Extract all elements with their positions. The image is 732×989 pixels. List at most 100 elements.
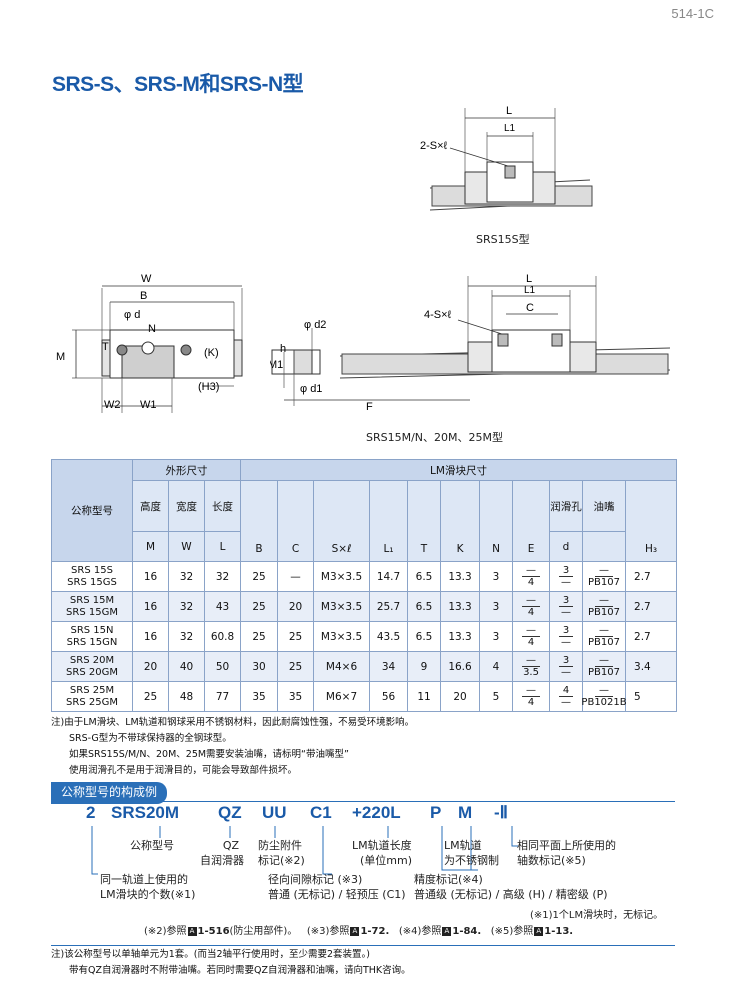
divider bbox=[51, 801, 675, 802]
model-name: SRS 20M bbox=[69, 654, 115, 666]
dim-L1: L1 bbox=[524, 285, 536, 296]
header-nipple: 油嘴 bbox=[582, 480, 627, 532]
sym-M: M bbox=[132, 531, 169, 562]
ref4-page[interactable]: 1-84. bbox=[452, 926, 482, 937]
label-qz: QZ bbox=[211, 838, 251, 853]
model-name-alt: SRS 15GS bbox=[67, 576, 117, 588]
divider bbox=[51, 945, 675, 946]
footnotes: 注)该公称型号以单轴单元为1套。(而当2轴平行使用时，至少需要2套装置。) 带有… bbox=[51, 947, 411, 979]
cell-h3: 5 bbox=[625, 681, 678, 712]
ref3-text: (※3)参照 bbox=[306, 926, 350, 937]
dim-M: M bbox=[56, 351, 65, 363]
label-axis-line2: 轴数标记(※5) bbox=[517, 854, 586, 867]
dim-S: 4-S×ℓ bbox=[424, 309, 452, 321]
sym-H3: H₃ bbox=[625, 480, 678, 562]
code-qz: QZ bbox=[218, 803, 242, 822]
ref4-text: (※4)参照 bbox=[398, 926, 442, 937]
label-axis-line1: 相同平面上所使用的 bbox=[517, 839, 616, 852]
code-count: 2 bbox=[86, 803, 96, 822]
ref2-tail: (防尘用部件)。 bbox=[229, 926, 298, 937]
cell-d-bottom: — bbox=[561, 667, 572, 678]
cell-nipple-bottom: PB107 bbox=[588, 667, 620, 678]
cell-l1: 25.7 bbox=[369, 591, 409, 622]
cell-d-top: 3 bbox=[558, 625, 574, 637]
label-model: 公称型号 bbox=[130, 839, 174, 852]
cell-l: 60.8 bbox=[203, 621, 242, 652]
cell-n: 3 bbox=[479, 621, 514, 652]
sym-nipple bbox=[582, 531, 627, 562]
cell-nipple: —PB107 bbox=[582, 561, 627, 592]
a-box-icon: A bbox=[350, 926, 360, 936]
ref5-page[interactable]: 1-13. bbox=[544, 926, 574, 937]
cell-d: 3— bbox=[549, 621, 584, 652]
header-model: 公称型号 bbox=[51, 459, 133, 562]
cell-t: 6.5 bbox=[407, 591, 442, 622]
cell-d-bottom: — bbox=[561, 697, 572, 708]
caption-srs15m: SRS15M/N、20M、25M型 bbox=[366, 431, 504, 444]
dim-M1: M1 bbox=[270, 359, 283, 371]
cell-d: 3— bbox=[549, 561, 584, 592]
cell-b: 25 bbox=[240, 591, 279, 622]
label-rail-line2: (单位mm) bbox=[360, 854, 413, 867]
cell-m: 16 bbox=[132, 621, 169, 652]
side-view-drawing: L L1 C 4-S×ℓ φ d2 h M1 φ d1 F bbox=[270, 273, 670, 413]
code-length: +220L bbox=[352, 803, 401, 822]
cell-w: 48 bbox=[168, 681, 205, 712]
cell-m: 20 bbox=[132, 651, 169, 682]
cell-b: 25 bbox=[240, 561, 279, 592]
cell-e-bottom: 4 bbox=[527, 697, 535, 708]
caption-srs15s: SRS15S型 bbox=[476, 233, 530, 246]
dim-T: T bbox=[102, 341, 109, 353]
cell-c: 20 bbox=[277, 591, 315, 622]
cell-s: M3×3.5 bbox=[313, 621, 371, 652]
header-lube: 润滑孔 bbox=[549, 480, 584, 532]
cell-d-bottom: — bbox=[561, 637, 572, 648]
dim-N: N bbox=[148, 323, 156, 335]
dim-d2: φ d2 bbox=[304, 319, 326, 331]
sym-W: W bbox=[168, 531, 205, 562]
cell-m: 16 bbox=[132, 591, 169, 622]
dim-d: φ d bbox=[124, 309, 140, 321]
cell-n: 5 bbox=[479, 681, 514, 712]
cell-e-bottom: 4 bbox=[527, 607, 535, 618]
cell-e-top: — bbox=[522, 595, 541, 607]
header-outer: 外形尺寸 bbox=[131, 459, 242, 481]
cell-nipple-top: — bbox=[595, 595, 614, 607]
cell-e: —3.5 bbox=[512, 651, 551, 682]
cell-d-bottom: — bbox=[561, 607, 572, 618]
label-rail-line1: LM轨道长度 bbox=[352, 839, 412, 852]
cell-t: 6.5 bbox=[407, 621, 442, 652]
cell-w: 32 bbox=[168, 561, 205, 592]
srs15s-drawing: L L1 2-S×ℓ bbox=[420, 105, 600, 211]
note-line: 如果SRS15S/M/N、20M、25M需要安装油嘴，请标明“带油嘴型” bbox=[69, 749, 349, 760]
cell-d: 3— bbox=[549, 591, 584, 622]
dim-W2: W2 bbox=[104, 399, 121, 411]
cell-e: —4 bbox=[512, 591, 551, 622]
cell-e: —4 bbox=[512, 621, 551, 652]
cell-w: 40 bbox=[168, 651, 205, 682]
label-ss-line2: 为不锈钢制 bbox=[444, 854, 499, 867]
code-axis: -Ⅱ bbox=[494, 803, 509, 822]
cell-m: 16 bbox=[132, 561, 169, 592]
label-count-line2: LM滑块的个数(※1) bbox=[100, 888, 196, 901]
label-uu-line1: 防尘附件 bbox=[258, 839, 302, 852]
cell-h3: 2.7 bbox=[625, 561, 678, 592]
label-clearance-line2: 普通 (无标记) / 轻预压 (C1) bbox=[268, 888, 406, 901]
ref2-page[interactable]: 1-516 bbox=[197, 926, 230, 937]
cell-e: —4 bbox=[512, 681, 551, 712]
cell-nipple-bottom: PB107 bbox=[588, 637, 620, 648]
dim-h: h bbox=[280, 343, 286, 355]
cell-t: 11 bbox=[407, 681, 442, 712]
ref3-page[interactable]: 1-72. bbox=[360, 926, 390, 937]
cell-e-top: — bbox=[522, 655, 541, 667]
cell-k: 13.3 bbox=[440, 591, 481, 622]
header-m: 高度 bbox=[132, 480, 169, 532]
label-ss-line1: LM轨道 bbox=[444, 839, 482, 852]
cell-d: 4— bbox=[549, 681, 584, 712]
label-count-line1: 同一轨道上使用的 bbox=[100, 873, 188, 886]
dim-d1: φ d1 bbox=[300, 383, 322, 395]
header-l: 长度 bbox=[203, 480, 242, 532]
